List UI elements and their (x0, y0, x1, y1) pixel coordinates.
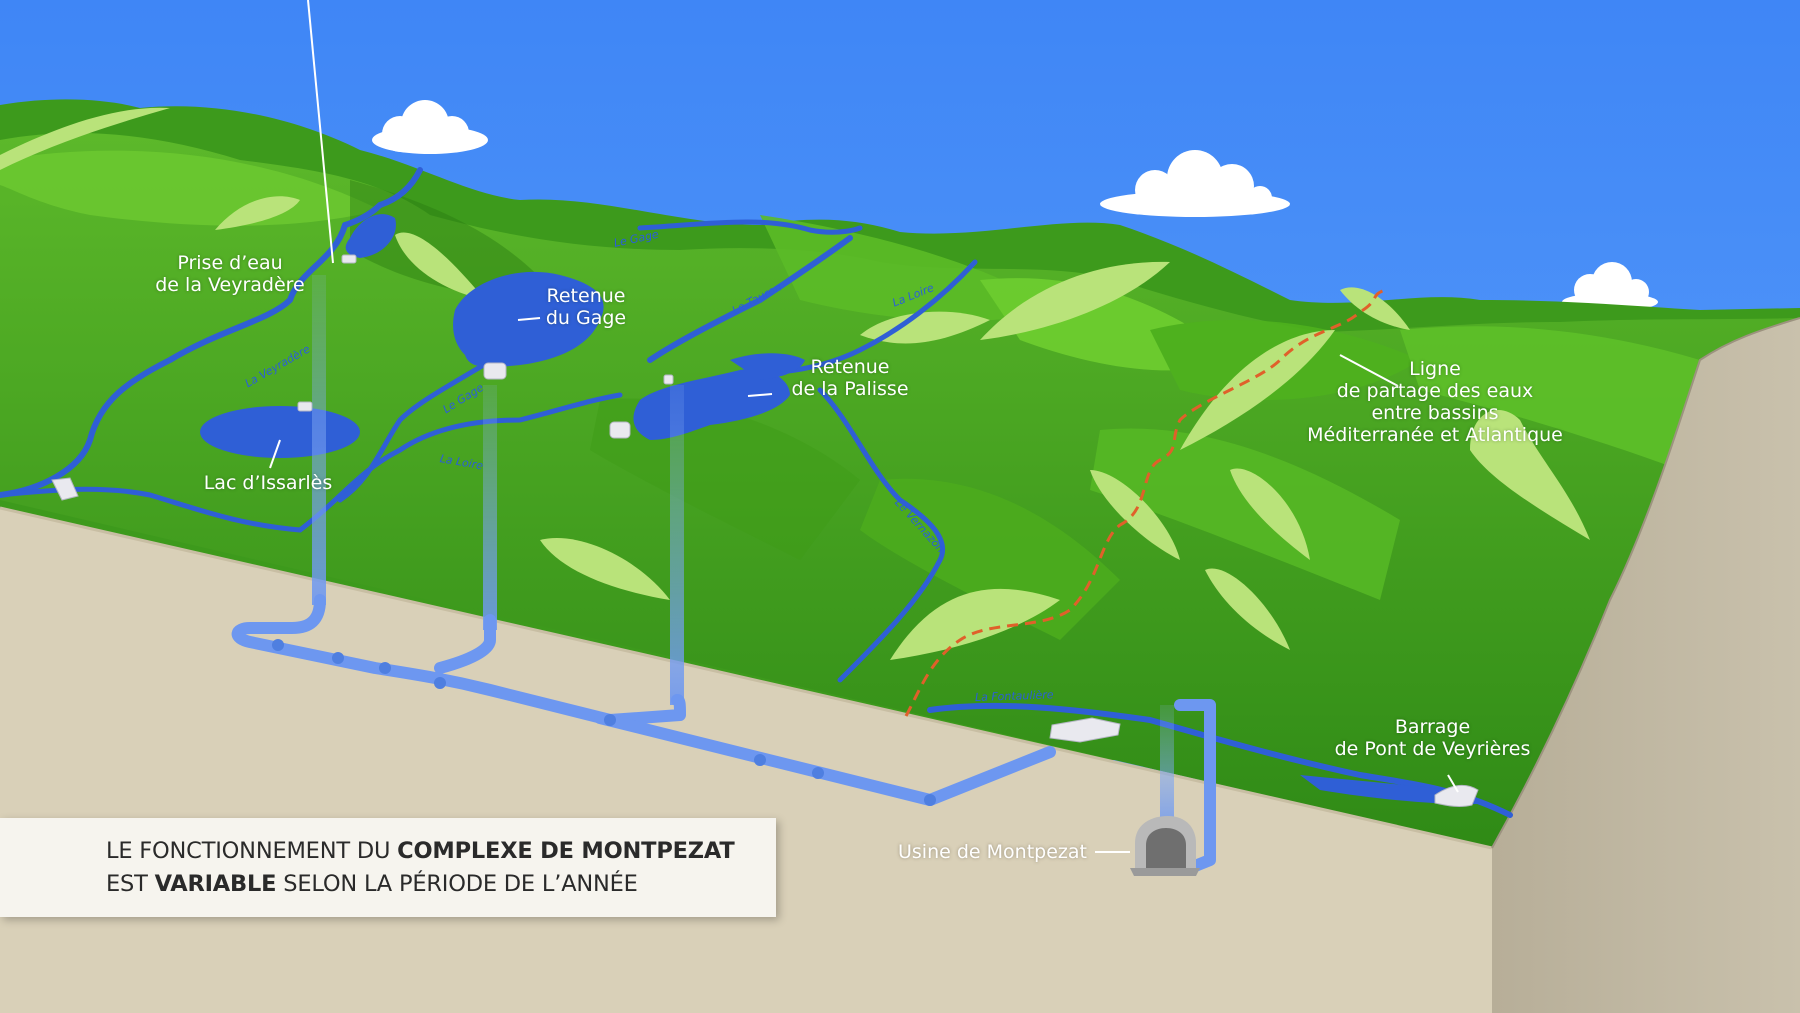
caption-l2-regular-b: SELON LA PÉRIODE DE L’ANNÉE (276, 871, 638, 897)
caption-line-2: EST VARIABLE SELON LA PÉRIODE DE L’ANNÉE (106, 871, 638, 897)
caption-line-1: LE FONCTIONNEMENT DU COMPLEXE DE MONTPEZ… (106, 838, 735, 864)
ground-edge (0, 506, 1493, 850)
label-ligne-partage: Ligne de partage des eaux entre bassins … (1290, 358, 1580, 446)
label-ligne-line2: de partage des eaux (1336, 380, 1534, 402)
label-palisse-line2: de la Palisse (791, 378, 909, 400)
label-ligne-line4: Méditerranée et Atlantique (1307, 424, 1563, 446)
river-label-fontauliere: La Fontaulière (974, 688, 1054, 704)
label-prise-line1: Prise d’eau (177, 252, 283, 274)
dam-structures (51, 254, 1479, 807)
caption-l2-bold: VARIABLE (154, 871, 277, 897)
caption-l2-regular-a: EST (106, 871, 155, 897)
label-retenue-gage: Retenue du Gage (536, 285, 636, 329)
gage-dam (483, 362, 507, 380)
label-ligne-line3: entre bassins (1371, 402, 1499, 424)
rock-cliff (1492, 318, 1800, 1013)
label-gage-line1: Retenue (546, 285, 626, 307)
left-outlet (51, 477, 79, 501)
meadow-patches (0, 107, 1590, 660)
caption-l1-bold: COMPLEXE DE MONTPEZAT (397, 838, 735, 864)
label-usine-montpezat: Usine de Montpezat (898, 841, 1087, 863)
lac-issarles-water (200, 406, 360, 458)
prise-dam (341, 254, 357, 264)
retenue-palisse-upper (730, 353, 805, 380)
usine-montpezat-structure (1130, 816, 1200, 876)
vertical-shafts (312, 275, 1174, 835)
issarles-outlet (297, 401, 313, 412)
cloud-right (1562, 262, 1658, 311)
label-issarles-text: Lac d’Issarlès (203, 472, 333, 494)
label-prise-veyradere: Prise d’eau de la Veyradère (155, 252, 305, 296)
label-palisse-line1: Retenue (810, 356, 890, 378)
cloud-left (372, 100, 488, 154)
prise-veyradere-pool (345, 214, 396, 258)
caption-l1-regular: LE FONCTIONNEMENT DU (106, 838, 398, 864)
label-prise-line2: de la Veyradère (155, 274, 305, 296)
label-lac-issarles: Lac d’Issarlès (188, 472, 348, 494)
label-gage-line2: du Gage (545, 307, 627, 329)
palisse-intake (663, 374, 674, 385)
caption-box: LE FONCTIONNEMENT DU COMPLEXE DE MONTPEZ… (0, 818, 776, 917)
fontauliere-building (1049, 717, 1121, 743)
river-network (0, 167, 1513, 818)
watershed-divide-line (904, 288, 1386, 717)
label-barrage-pont-veyrieres: Barrage de Pont de Veyrières (1320, 716, 1545, 760)
label-barrage-line1: Barrage (1394, 716, 1471, 738)
leader-lines (269, 0, 1459, 853)
label-retenue-palisse: Retenue de la Palisse (775, 356, 925, 400)
barrage-pont-veyrieres (1434, 784, 1479, 807)
palisse-dam (609, 421, 631, 439)
barrage-reservoir (1300, 775, 1479, 805)
gallery-joints (272, 639, 936, 806)
cloud-middle (1100, 150, 1290, 217)
label-barrage-line2: de Pont de Veyrières (1334, 738, 1531, 760)
label-ligne-line1: Ligne (1409, 358, 1461, 380)
